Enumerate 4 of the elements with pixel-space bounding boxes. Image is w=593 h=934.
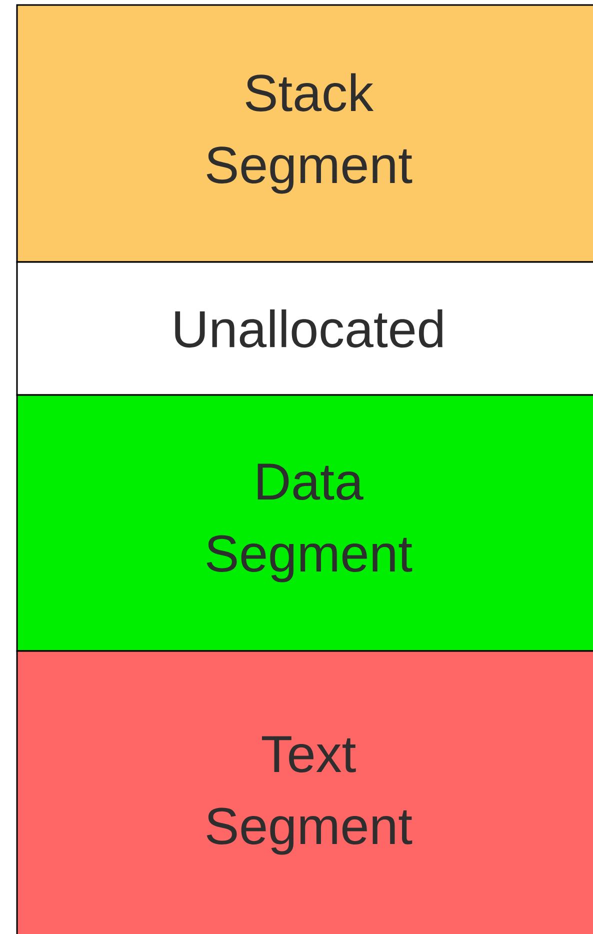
memory-segment-band: Data Segment: [16, 394, 593, 652]
memory-segment-band: Unallocated: [16, 261, 593, 396]
memory-segment-band: Text Segment: [16, 650, 593, 934]
memory-segment-band: Stack Segment: [16, 4, 593, 263]
